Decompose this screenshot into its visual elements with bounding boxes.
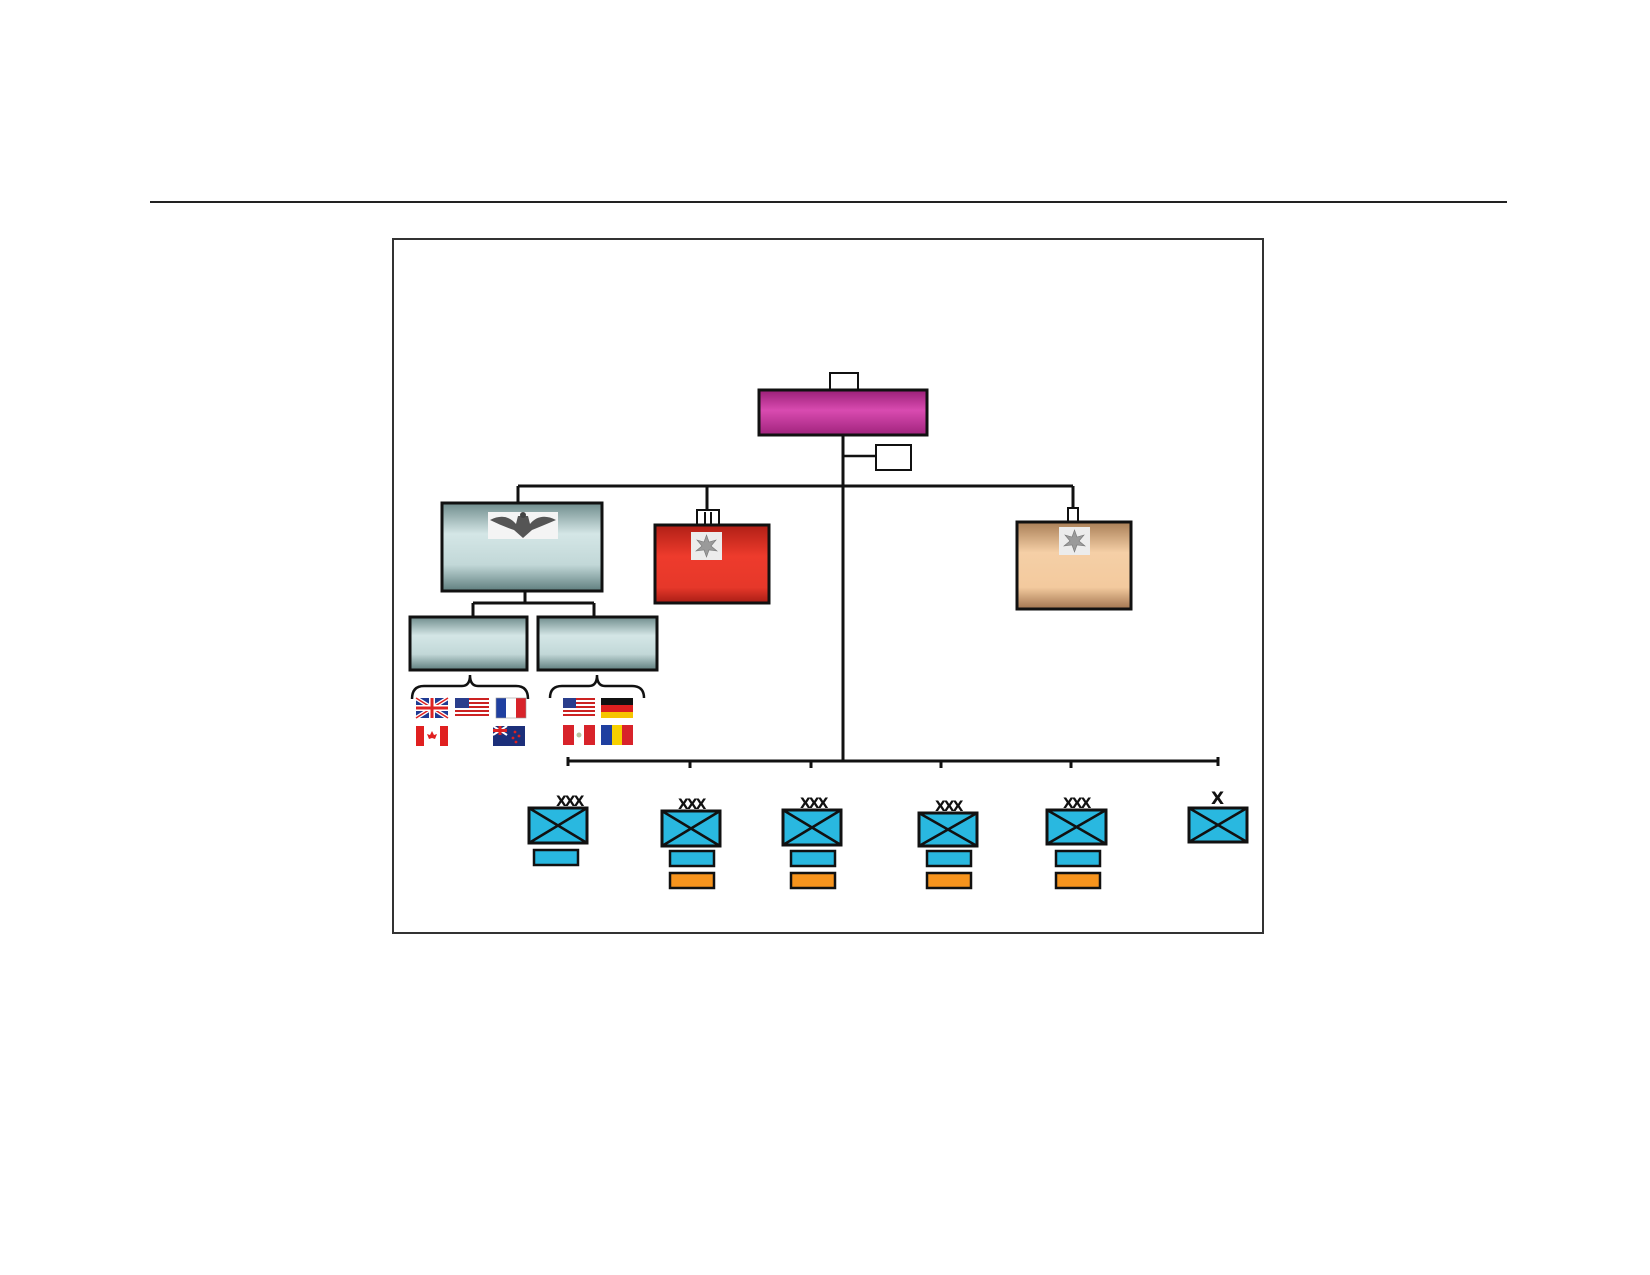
hq-top-tab [829, 372, 859, 391]
tan-cell-tab [1067, 507, 1079, 523]
unit-symbol-4: XXX [917, 799, 979, 890]
unit-echelon-label: XXX [1063, 796, 1092, 812]
flag-united-states-icon [563, 698, 595, 718]
left-sub-cell-b [536, 615, 659, 672]
flag-peru-icon [563, 725, 595, 745]
unit-echelon-label: XXX [678, 797, 707, 813]
flag-united-kingdom-icon [414, 696, 450, 720]
diagram-frame [392, 238, 1264, 934]
flag-germany-icon [601, 698, 633, 718]
unit-symbol-1: XXX [527, 794, 589, 867]
unit-symbol-5: XXX [1045, 796, 1108, 890]
unit-blue-tag [668, 849, 716, 868]
red-cell-tab [696, 509, 720, 526]
flag-united-states-icon [455, 698, 489, 718]
unit-echelon-label: XXX [800, 796, 829, 812]
oak-leaf-insignia-icon [1059, 527, 1090, 555]
unit-blue-tag [925, 849, 973, 868]
unit-blue-tag [789, 849, 837, 868]
unit-orange-tag [925, 871, 973, 890]
hq-side-tab [875, 444, 912, 471]
unit-blue-tag [1054, 849, 1102, 868]
unit-orange-tag [668, 871, 716, 890]
unit-orange-tag [789, 871, 837, 890]
brace-b [548, 674, 646, 699]
unit-echelon-label: XXX [556, 794, 585, 810]
unit-orange-tag [1054, 871, 1102, 890]
flag-new-zealand-icon [492, 725, 525, 746]
unit-echelon-label: XXX [935, 799, 964, 815]
unit-echelon-label: X [1211, 789, 1224, 809]
unit-symbol-3: XXX [781, 796, 843, 890]
flag-romania-icon [601, 725, 633, 745]
brace-a [410, 674, 530, 700]
left-sub-cell-a [408, 615, 529, 672]
oak-leaf-insignia-icon [691, 532, 722, 560]
flag-france-icon [495, 697, 527, 719]
flag-canada-icon [416, 726, 448, 746]
unit-blue-tag [532, 848, 580, 867]
top-rule [150, 201, 1507, 203]
headquarters-box [757, 388, 929, 437]
eagle-insignia-icon [488, 512, 558, 539]
unit-symbol-6: X [1187, 789, 1249, 844]
unit-symbol-2: XXX [660, 797, 722, 890]
